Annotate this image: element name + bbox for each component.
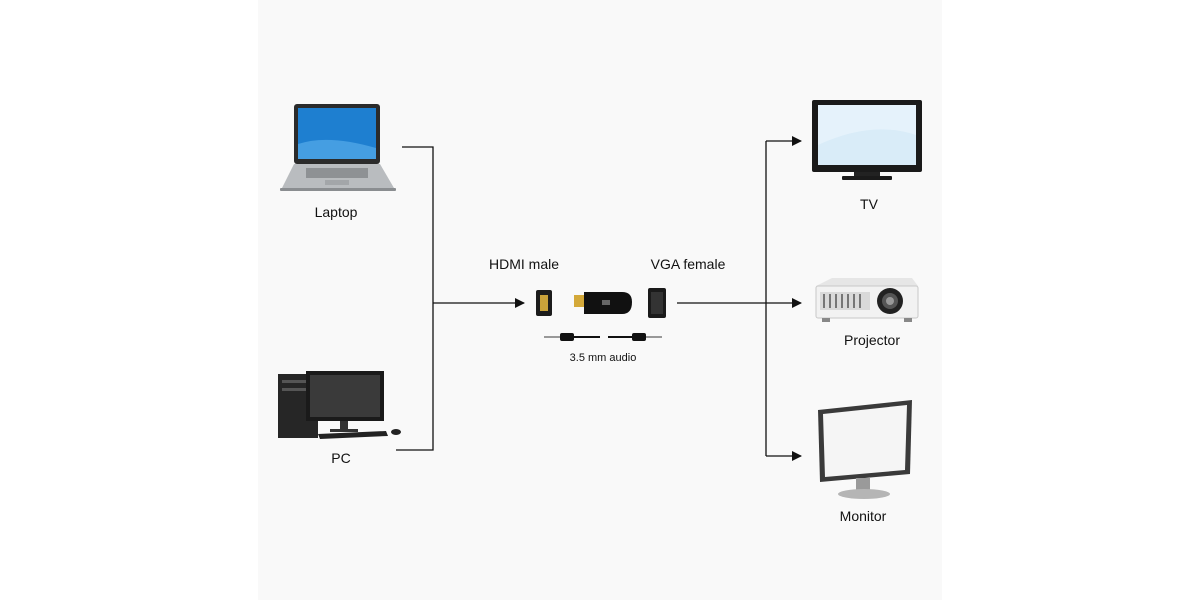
- vga-female-label: VGA female: [650, 256, 726, 272]
- projector-label: Projector: [843, 332, 901, 348]
- tv-icon: [812, 100, 922, 180]
- projector-icon: [815, 278, 919, 322]
- laptop-connector-line: [396, 146, 434, 451]
- monitor-label: Monitor: [839, 508, 887, 524]
- monitor-icon: [818, 400, 912, 499]
- hdmi-to-vga-adapter-icon: [536, 288, 666, 341]
- laptop-label: Laptop: [314, 204, 358, 220]
- tv-label: TV: [860, 196, 878, 212]
- hdmi-male-label: HDMI male: [488, 256, 560, 272]
- audio-cable-label: 3.5 mm audio: [569, 352, 637, 364]
- desktop-pc-icon: [278, 371, 401, 439]
- laptop-icon: [280, 104, 396, 191]
- pc-label: PC: [331, 450, 351, 466]
